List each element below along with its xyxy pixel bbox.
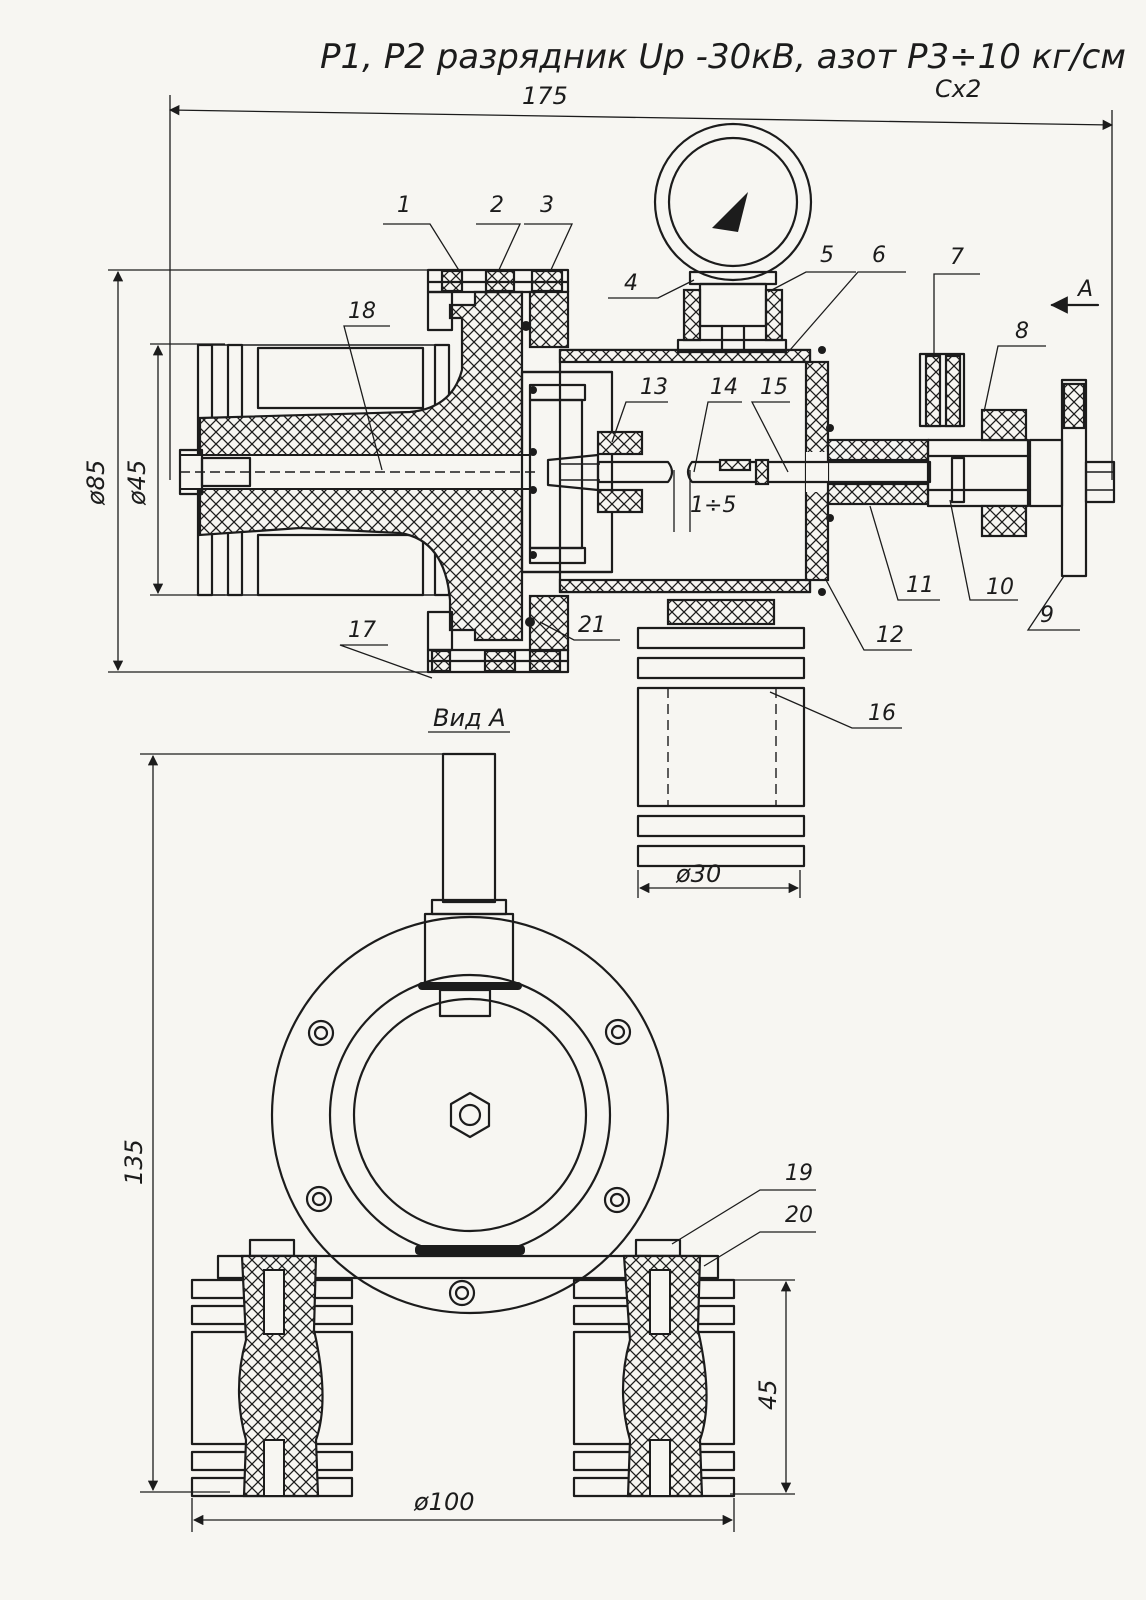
height-dimension-value: 135 xyxy=(120,1139,148,1185)
left-foot xyxy=(190,1238,354,1498)
insulator-diameter-value: ø30 xyxy=(675,860,721,888)
drawing-title: P1, P2 разрядник Uр -30кВ, азот Р3÷10 кг… xyxy=(320,37,1126,77)
part-number: 1 xyxy=(397,193,411,218)
part-number: 9 xyxy=(1040,603,1054,628)
quantity-note: Сх2 xyxy=(935,75,981,103)
front-view: 135 xyxy=(120,752,816,1532)
part-number: 15 xyxy=(760,375,788,400)
outer-diameter-value: ø85 xyxy=(82,460,110,506)
section-view: 175 ø85 ø45 xyxy=(82,82,1116,898)
part-number: 4 xyxy=(624,271,638,296)
inner-diameter-value: ø45 xyxy=(123,460,151,506)
handwheel xyxy=(1028,378,1116,578)
base-diameter-value: ø100 xyxy=(413,1488,475,1516)
foot-height-value: 45 xyxy=(754,1379,782,1410)
part-number: 11 xyxy=(906,573,934,598)
part-number: 18 xyxy=(348,299,376,324)
left-electrode xyxy=(546,430,674,514)
part-number: 5 xyxy=(820,243,834,268)
top-flange xyxy=(426,268,570,349)
bottom-flange xyxy=(426,594,570,674)
flange-bolts xyxy=(305,1018,632,1307)
right-electrode: 1÷5 xyxy=(673,458,932,532)
part-number: 14 xyxy=(710,375,738,400)
gas-inlet xyxy=(918,352,966,428)
guide-tube xyxy=(826,424,1032,522)
part-callouts: 1 2 3 4 5 6 7 8 9 10 11 12 13 1 xyxy=(339,193,1080,729)
clamp-nut xyxy=(980,408,1028,538)
right-foot xyxy=(572,1238,736,1498)
part-number: 13 xyxy=(640,375,668,400)
inner-cup xyxy=(520,370,614,574)
part-number: 7 xyxy=(950,245,964,270)
length-dimension: 1 7 5 xyxy=(168,82,1114,480)
support-insulator: ø30 xyxy=(636,598,806,898)
part-number: 19 xyxy=(785,1161,813,1186)
gap-dimension-value: 1÷5 xyxy=(690,493,736,518)
view-arrow-label: А xyxy=(1076,277,1093,302)
part-number: 8 xyxy=(1015,319,1029,344)
part-number: 16 xyxy=(868,701,896,726)
view-label: Вид А xyxy=(433,704,506,732)
part-number: 2 xyxy=(490,193,504,218)
length-dimension-value: 175 xyxy=(522,82,568,110)
part-number: 10 xyxy=(986,575,1014,600)
part-number: 12 xyxy=(876,623,904,648)
part-number: 20 xyxy=(785,1203,813,1228)
pressure-gauge xyxy=(653,122,813,354)
part-number: 3 xyxy=(540,193,554,218)
part-number: 21 xyxy=(578,613,606,638)
view-arrow: А xyxy=(1050,277,1100,314)
part-number: 17 xyxy=(348,618,376,643)
part-number: 6 xyxy=(872,243,886,268)
